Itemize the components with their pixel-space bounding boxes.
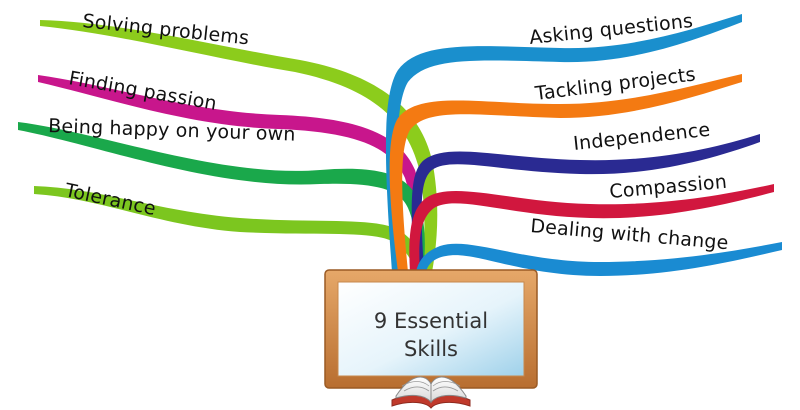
- central-board: 9 Essential Skills: [324, 269, 538, 389]
- branch-ribbon-tackling-projects: [389, 74, 742, 272]
- branch-ribbon-solving-problems: [40, 20, 438, 272]
- branch-tolerance: Tolerance: [34, 179, 426, 272]
- branch-label-dealing-with-change: Dealing with change: [530, 215, 730, 254]
- branch-ribbon-compassion: [409, 184, 774, 272]
- branch-ribbon-being-happy: [18, 122, 425, 272]
- central-title-line-2: Skills: [404, 337, 458, 361]
- branch-ribbon-tolerance: [34, 186, 426, 272]
- central-title-line-1: 9 Essential: [374, 309, 488, 333]
- board-surface: [337, 281, 525, 377]
- branch-ribbon-dealing-with-change: [416, 242, 782, 276]
- branch-ribbon-independence: [411, 134, 760, 272]
- branch-dealing-with-change: Dealing with change: [416, 215, 782, 276]
- branch-ribbon-finding-passion: [38, 75, 423, 272]
- branch-label-tolerance: Tolerance: [62, 179, 158, 220]
- branch-label-independence: Independence: [572, 119, 711, 155]
- open-book-icon: [391, 376, 471, 409]
